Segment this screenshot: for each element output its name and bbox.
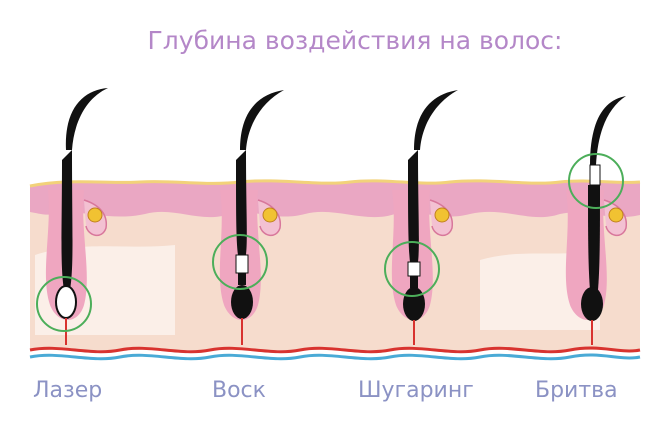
hair-root-destroyed (55, 285, 77, 319)
label-sugaring: Шугаринг (358, 378, 474, 403)
label-laser: Лазер (33, 378, 103, 403)
impact-circle (212, 234, 268, 290)
hair-tip (65, 88, 108, 150)
impact-circle (384, 241, 440, 297)
vein-line (29, 353, 641, 361)
label-razor: Бритва (535, 378, 618, 403)
impact-circle (36, 276, 92, 332)
follicle-razor (565, 96, 628, 345)
label-wax: Воск (212, 378, 266, 403)
impact-circle (568, 153, 624, 209)
hair-shaft (61, 150, 73, 290)
diagram-title: Глубина воздействия на волос: (147, 26, 563, 55)
epidermis-layer (30, 180, 640, 218)
skin-surface-line (29, 179, 641, 188)
artery-line (29, 346, 641, 354)
follicle-sugaring (384, 90, 458, 345)
follicle-wax (212, 90, 284, 345)
follicle-laser (36, 88, 108, 345)
